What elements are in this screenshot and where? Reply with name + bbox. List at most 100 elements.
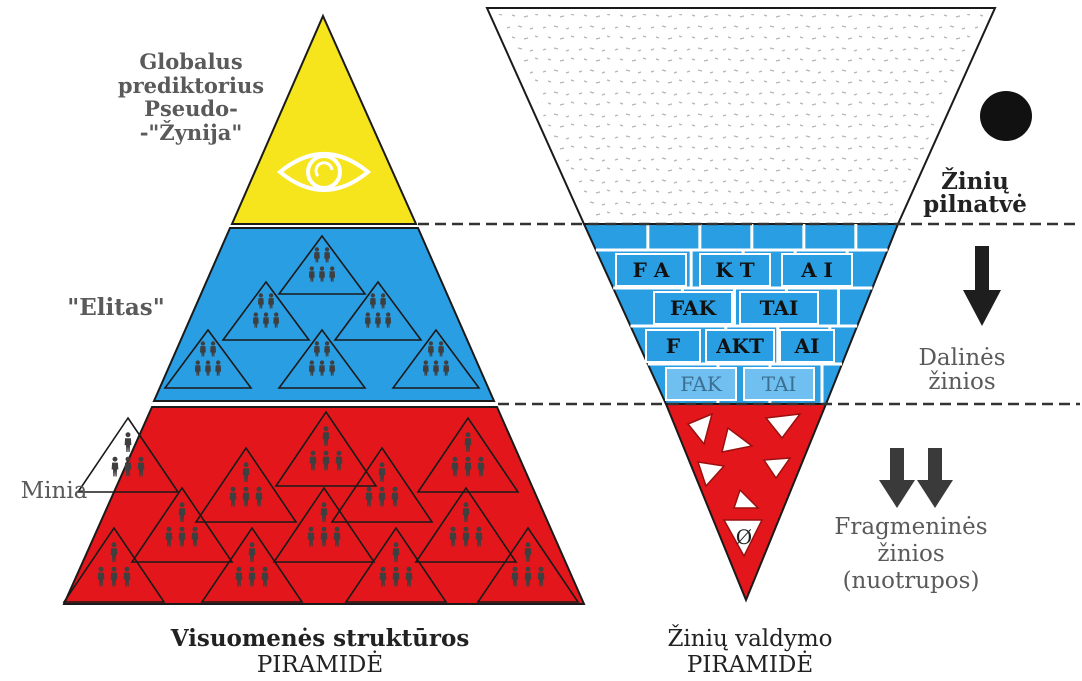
shard <box>722 519 764 558</box>
brick-word: A I <box>800 258 833 282</box>
label-line: Žinių <box>941 168 1009 195</box>
elite-group <box>277 234 367 295</box>
elite-group <box>163 328 253 389</box>
knowledge-full-label: Žinių pilnatvė <box>900 170 1050 216</box>
shard <box>720 426 754 453</box>
elite-group <box>277 328 367 389</box>
caption-line: Visuomenės struktūros <box>170 625 470 652</box>
crowd-group <box>344 526 448 603</box>
group-triangle <box>277 234 367 295</box>
shard <box>764 413 802 440</box>
brick-box <box>781 253 853 287</box>
crowd-group <box>62 526 166 603</box>
label-line: Fragmeninės <box>834 514 988 540</box>
empty-set-symbol: Ø <box>736 525 752 549</box>
label-line: Dalinės <box>918 345 1006 371</box>
brick-box <box>615 253 687 287</box>
predictor-label-line: Pseudo- <box>144 96 238 122</box>
elite-group <box>333 280 423 341</box>
crowd-group <box>272 486 376 563</box>
group-triangle <box>76 416 180 493</box>
label-line: pilnatvė <box>923 191 1027 218</box>
society-pyramid <box>62 13 586 605</box>
caption-line: Žinių valdymo <box>667 626 833 652</box>
black-circle-icon <box>980 91 1032 141</box>
predictor-label-line: prediktorius <box>117 72 265 98</box>
group-triangle <box>194 446 298 523</box>
brick-word: F A <box>633 258 670 282</box>
label-line: žinios <box>928 369 996 396</box>
brick-box <box>743 367 815 401</box>
label-line: žinios <box>877 540 945 567</box>
group-triangle <box>130 486 234 563</box>
brick-box <box>779 329 835 363</box>
person-icon <box>124 432 132 453</box>
crowd-group <box>476 526 580 603</box>
brick-word: TAI <box>762 372 797 396</box>
predictor-label-line: -"Žynija" <box>139 120 243 146</box>
group-triangle <box>333 280 423 341</box>
fragmented-knowledge-label: Fragmeninės žinios (nuotrupos) <box>806 514 1016 595</box>
brick-box <box>653 291 733 325</box>
shard <box>732 488 760 509</box>
predictor-label: Globalus prediktorius Pseudo- -"Žynija" <box>96 50 286 145</box>
crowd-group <box>274 410 378 487</box>
society-pyramid-caption: Visuomenės struktūros PIRAMIDĖ <box>130 625 510 679</box>
group-triangle <box>330 446 434 523</box>
group-triangle <box>200 526 304 603</box>
predictor-label-line: Globalus <box>139 49 243 74</box>
group-triangle <box>391 328 481 389</box>
group-triangle <box>62 526 166 603</box>
shard <box>686 412 714 446</box>
elite-label: "Elitas" <box>67 294 165 321</box>
brick-word: AI <box>794 334 820 358</box>
caption-line: PIRAMIDĖ <box>256 652 384 679</box>
double-down-arrow-icon <box>879 448 953 508</box>
crowd-group <box>414 486 518 563</box>
group-triangle <box>414 486 518 563</box>
crowd-group <box>76 416 180 493</box>
brick-word: F <box>666 334 680 358</box>
brick-word: FAK <box>670 296 717 320</box>
brick-word: TAI <box>760 296 799 320</box>
brick-box <box>645 329 701 363</box>
brick-box <box>699 253 771 287</box>
middle-tier-elite <box>152 227 496 402</box>
brick-word: FAK <box>680 372 723 396</box>
group-triangle <box>476 526 580 603</box>
brick-word: AKT <box>715 334 764 358</box>
brick-box <box>739 291 819 325</box>
elite-group <box>391 328 481 389</box>
crowd-groups <box>62 410 580 603</box>
crowd-group <box>194 446 298 523</box>
crowd-group <box>330 446 434 523</box>
knowledge-dot-texture <box>498 14 984 218</box>
group-triangle <box>277 328 367 389</box>
knowledge-pyramid-caption: Žinių valdymo PIRAMIDĖ <box>600 626 900 679</box>
group-triangle <box>274 410 378 487</box>
group-triangle <box>163 328 253 389</box>
eye-icon <box>276 152 372 192</box>
crowd-group <box>200 526 304 603</box>
caption-line: PIRAMIDĖ <box>686 652 814 679</box>
shard <box>762 457 792 480</box>
brick-box <box>665 367 737 401</box>
group-triangle <box>221 280 311 341</box>
crowd-group <box>130 486 234 563</box>
shard <box>696 461 726 488</box>
down-arrow-icon <box>963 246 1001 326</box>
crowd-label: Minia <box>20 478 88 504</box>
group-triangle <box>344 526 448 603</box>
elite-group <box>221 280 311 341</box>
elite-groups <box>163 234 481 389</box>
brick-word: K T <box>715 258 754 282</box>
partial-knowledge-label: Dalinės žinios <box>892 346 1032 394</box>
group-triangle <box>272 486 376 563</box>
fragment-shards <box>686 412 802 558</box>
brick-box <box>705 329 775 363</box>
person-icon <box>111 456 119 477</box>
label-line: (nuotrupos) <box>842 567 980 594</box>
